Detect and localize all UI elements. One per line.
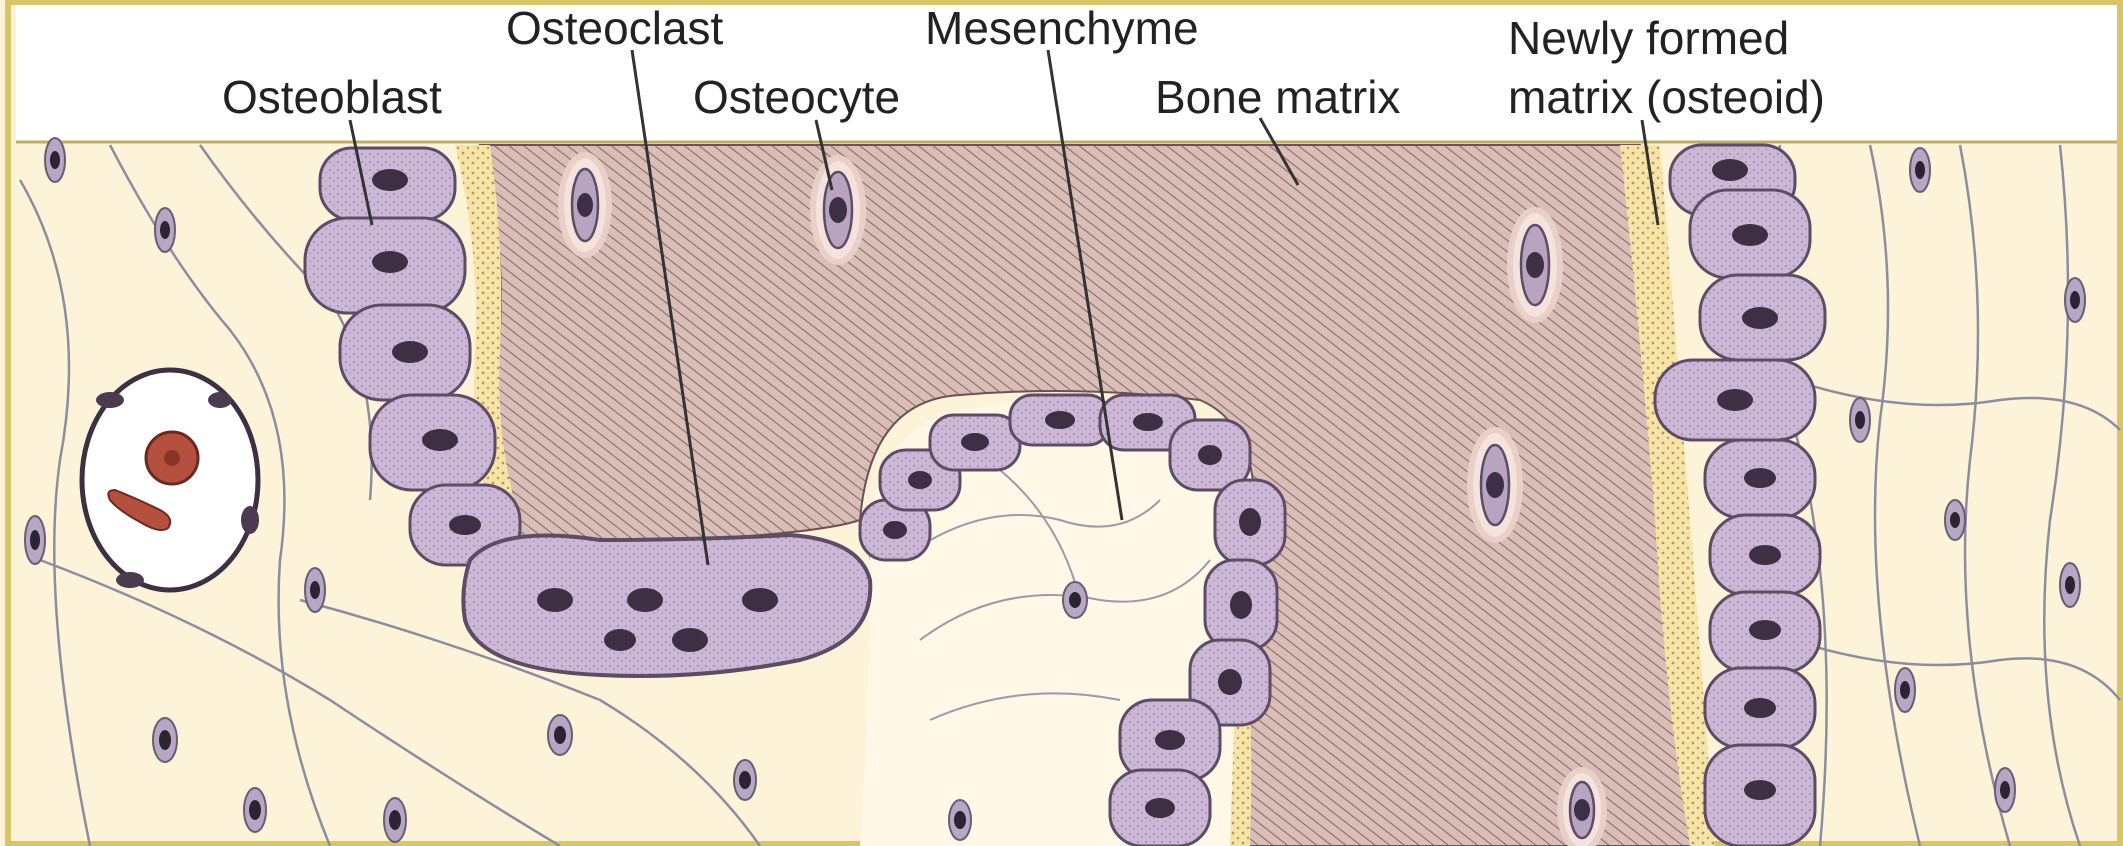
label-osteocyte: Osteocyte [693,71,900,123]
label-newly-formed-line2: matrix (osteoid) [1508,71,1825,123]
osteoclast-cell [463,535,870,676]
label-osteoblast: Osteoblast [222,71,442,123]
label-mesenchyme: Mesenchyme [925,2,1199,54]
label-newly-formed-line1: Newly formed [1508,12,1789,64]
rbc-center [164,450,180,466]
label-bone-matrix: Bone matrix [1155,71,1400,123]
label-osteoclast: Osteoclast [506,2,724,54]
